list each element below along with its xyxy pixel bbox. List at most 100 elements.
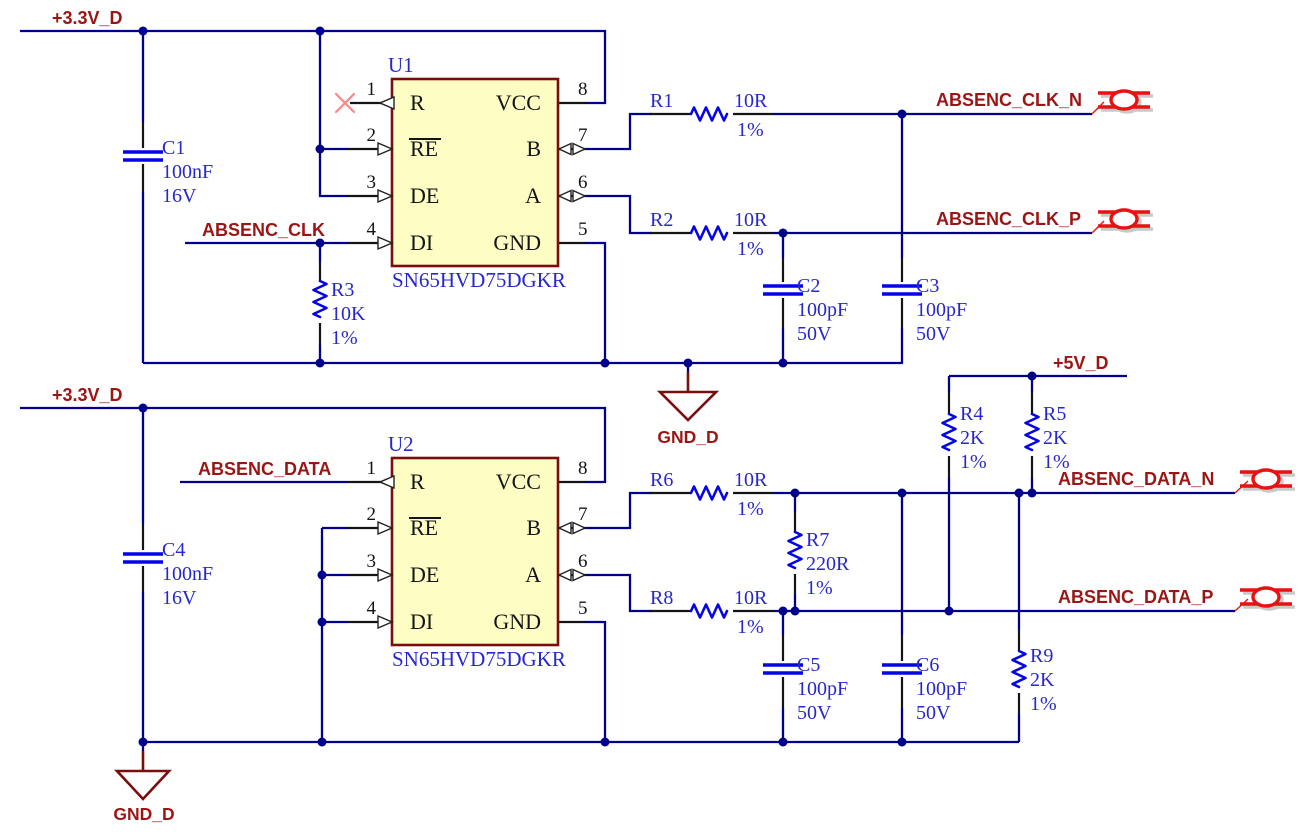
ic-u1[interactable]: U1 SN65HVD75DGKR R RE DE DI VCC B A GND … — [367, 53, 588, 292]
component-labels: R1 10R 1% R2 10R 1% R3 10K 1% R4 2K 1% R… — [162, 90, 1070, 724]
r1-value: 10R — [734, 90, 768, 112]
net-label-absenc-data: ABSENC_DATA — [198, 459, 331, 479]
u2-pin-num-4: 4 — [367, 598, 377, 619]
c2-ref: C2 — [797, 275, 820, 297]
u1-body[interactable] — [390, 77, 560, 268]
offpage-connector-data-n-icon[interactable] — [1238, 468, 1297, 493]
u1-part-number: SN65HVD75DGKR — [392, 268, 566, 292]
c1-ref: C1 — [162, 137, 185, 159]
r6-value: 10R — [734, 469, 768, 491]
r9-value: 2K — [1030, 669, 1055, 691]
u1-pin-name-gnd: GND — [493, 230, 541, 255]
r9-ref: R9 — [1030, 645, 1053, 667]
u2-pin-num-7: 7 — [578, 504, 588, 525]
power-label-3v3-top: +3.3V_D — [52, 8, 123, 28]
u1-pin-name-di: DI — [410, 230, 433, 255]
u2-pin-name-di: DI — [410, 609, 433, 634]
c1-value: 100nF — [162, 161, 213, 183]
power-label-5v: +5V_D — [1053, 353, 1109, 373]
r1-symbol[interactable] — [689, 106, 729, 122]
u1-pin-num-6: 6 — [578, 172, 588, 193]
r5-value: 2K — [1043, 427, 1068, 449]
r7-ref: R7 — [806, 529, 829, 551]
r4-ref: R4 — [960, 403, 983, 425]
u1-pin-num-8: 8 — [578, 79, 588, 100]
r8-symbol[interactable] — [689, 603, 729, 619]
u1-pin-name-r: R — [410, 90, 425, 115]
u2-pin-name-r: R — [410, 469, 425, 494]
r5-ref: R5 — [1043, 403, 1066, 425]
c2-voltage: 50V — [797, 323, 832, 345]
r2-symbol[interactable] — [689, 225, 729, 241]
r7-symbol[interactable] — [787, 530, 803, 570]
r1-ref: R1 — [650, 90, 673, 112]
r6-tolerance: 1% — [737, 498, 764, 520]
r4-value: 2K — [960, 427, 985, 449]
u1-pin-num-5: 5 — [578, 219, 588, 240]
r5-symbol[interactable] — [1024, 412, 1040, 452]
r8-ref: R8 — [650, 587, 673, 609]
offpage-connectors[interactable] — [1091, 89, 1297, 612]
ic-u2[interactable]: U2 SN65HVD75DGKR R RE DE DI VCC B A GND … — [367, 432, 588, 671]
r9-tolerance: 1% — [1030, 693, 1057, 715]
r6-symbol[interactable] — [689, 485, 729, 501]
c4-ref: C4 — [162, 539, 185, 561]
u1-designator: U1 — [388, 53, 414, 77]
net-label-absenc-clk: ABSENC_CLK — [202, 220, 325, 240]
no-connect-x-icon — [334, 92, 356, 114]
offpage-connector-data-p-icon[interactable] — [1238, 586, 1297, 611]
u1-pin-name-vcc: VCC — [496, 90, 541, 115]
c5-value: 100pF — [797, 678, 848, 700]
c4-symbol[interactable] — [121, 552, 165, 564]
c1-symbol[interactable] — [121, 150, 165, 162]
c6-value: 100pF — [916, 678, 967, 700]
u1-pin3-input-arrow-icon — [377, 189, 393, 203]
r2-tolerance: 1% — [737, 238, 764, 260]
offpage-connector-clk-p-icon[interactable] — [1096, 208, 1155, 233]
power-label-3v3-bottom: +3.3V_D — [52, 385, 123, 405]
c4-value: 100nF — [162, 563, 213, 585]
gnd-symbol-bottom[interactable]: GND_D — [113, 751, 175, 824]
net-labels[interactable]: ABSENC_CLK ABSENC_CLK_N ABSENC_CLK_P ABS… — [198, 90, 1214, 607]
u2-pin-num-1: 1 — [367, 458, 377, 479]
r8-tolerance: 1% — [737, 616, 764, 638]
u2-pin-num-3: 3 — [367, 551, 377, 572]
c1-voltage: 16V — [162, 185, 197, 207]
gnd-symbol-mid[interactable]: GND_D — [656, 372, 720, 447]
u1-pin-num-7: 7 — [578, 125, 588, 146]
u1-pin4-input-arrow-icon — [377, 236, 393, 250]
u2-body[interactable] — [390, 456, 560, 647]
c5-voltage: 50V — [797, 702, 832, 724]
gnd-label-bottom: GND_D — [113, 804, 174, 824]
c6-ref: C6 — [916, 654, 939, 676]
u1-pin-num-3: 3 — [367, 172, 377, 193]
r1-tolerance: 1% — [737, 119, 764, 141]
u2-pin-name-a: A — [525, 562, 541, 587]
power-ports[interactable]: +3.3V_D +3.3V_D +5V_D GND_D GND_D — [52, 8, 1109, 824]
c2-value: 100pF — [797, 299, 848, 321]
r4-tolerance: 1% — [960, 451, 987, 473]
u2-designator: U2 — [388, 432, 414, 456]
u2-pin-name-b: B — [526, 515, 541, 540]
u2-pin1-output-arrow-icon — [379, 475, 395, 489]
r9-symbol[interactable] — [1011, 649, 1027, 689]
c3-voltage: 50V — [916, 323, 951, 345]
net-label-absenc-data-n: ABSENC_DATA_N — [1058, 469, 1214, 489]
u1-pin-name-b: B — [526, 136, 541, 161]
u1-pin-num-1: 1 — [367, 79, 377, 100]
u2-pin-name-gnd: GND — [493, 609, 541, 634]
c3-value: 100pF — [916, 299, 967, 321]
gnd-label-mid: GND_D — [657, 427, 718, 447]
junction-dots — [138, 26, 1037, 747]
u1-pin2-input-arrow-icon — [377, 142, 393, 156]
r2-value: 10R — [734, 209, 768, 231]
r3-symbol[interactable] — [312, 279, 328, 319]
pin-leads — [141, 101, 1034, 714]
r4-symbol[interactable] — [941, 412, 957, 452]
net-label-absenc-clk-p: ABSENC_CLK_P — [936, 209, 1081, 229]
net-label-absenc-data-p: ABSENC_DATA_P — [1058, 587, 1213, 607]
u2-pin-name-re: RE — [410, 515, 438, 540]
u2-pin4-input-arrow-icon — [377, 615, 393, 629]
offpage-connector-clk-n-icon[interactable] — [1096, 89, 1155, 114]
